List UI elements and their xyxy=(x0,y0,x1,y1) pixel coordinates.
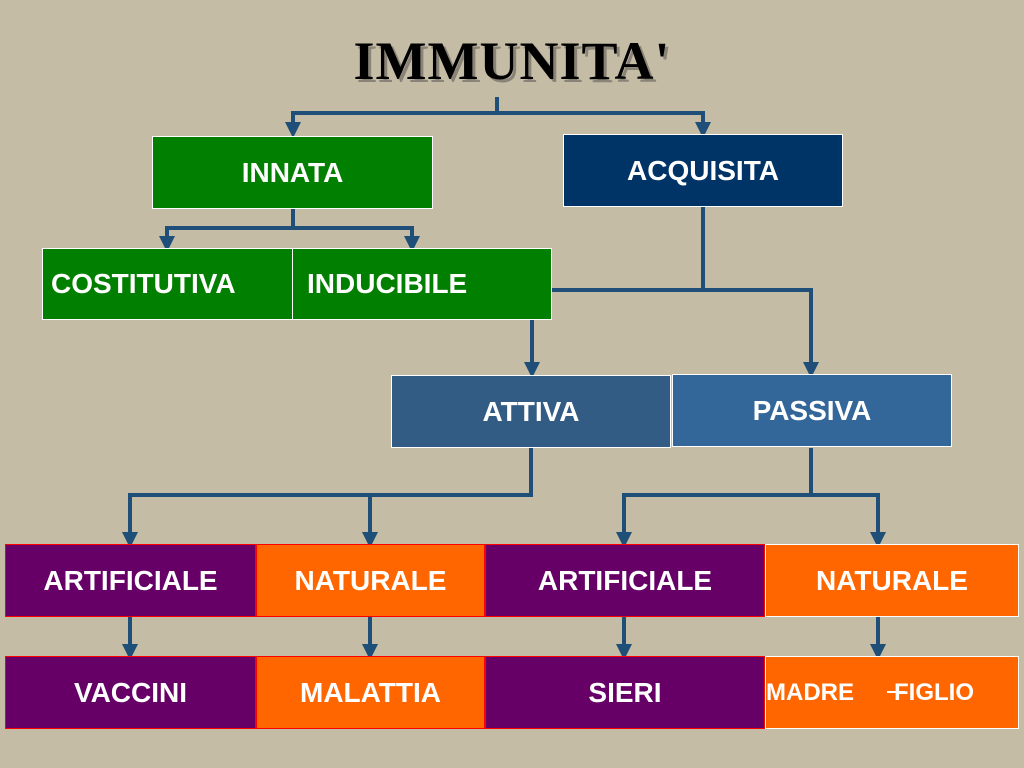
passiva-box: PASSIVA xyxy=(672,374,952,447)
madre-figlio-box: MADRE FIGLIO xyxy=(765,656,1019,729)
acquisita-label: ACQUISITA xyxy=(627,154,779,186)
vaccini-box: VACCINI xyxy=(5,656,256,729)
inducibile-label: INDUCIBILE xyxy=(307,268,468,299)
acquisita-box: ACQUISITA xyxy=(563,134,843,207)
sieri-box: SIERI xyxy=(485,656,765,729)
artificiale-passive-box: ARTIFICIALE xyxy=(485,544,765,617)
madre-label: MADRE xyxy=(766,679,854,706)
subtype-divider xyxy=(292,249,293,319)
naturale-passive-label: NATURALE xyxy=(816,564,968,596)
artificiale-active-box: ARTIFICIALE xyxy=(5,544,256,617)
malattia-box: MALATTIA xyxy=(256,656,485,729)
attiva-label: ATTIVA xyxy=(482,395,580,427)
malattia-label: MALATTIA xyxy=(300,676,441,708)
sieri-label: SIERI xyxy=(588,676,662,708)
vaccini-label: VACCINI xyxy=(73,676,188,708)
passiva-label: PASSIVA xyxy=(752,394,872,426)
innata-box: INNATA xyxy=(152,136,433,209)
naturale-active-box: NATURALE xyxy=(256,544,485,617)
artificiale-active-label: ARTIFICIALE xyxy=(43,564,218,596)
naturale-passive-box: NATURALE xyxy=(765,544,1019,617)
naturale-active-label: NATURALE xyxy=(294,564,447,596)
figlio-label: FIGLIO xyxy=(894,679,974,706)
innata-label: INNATA xyxy=(241,156,344,188)
artificiale-passive-label: ARTIFICIALE xyxy=(537,564,713,596)
diagram-title: IMMUNITA' xyxy=(353,31,671,91)
innata-subtypes-box: COSTITUTIVA INDUCIBILE xyxy=(42,248,552,320)
costitutiva-label: COSTITUTIVA xyxy=(51,268,236,299)
attiva-box: ATTIVA xyxy=(391,375,671,448)
madre-figlio-arrow xyxy=(887,691,905,693)
